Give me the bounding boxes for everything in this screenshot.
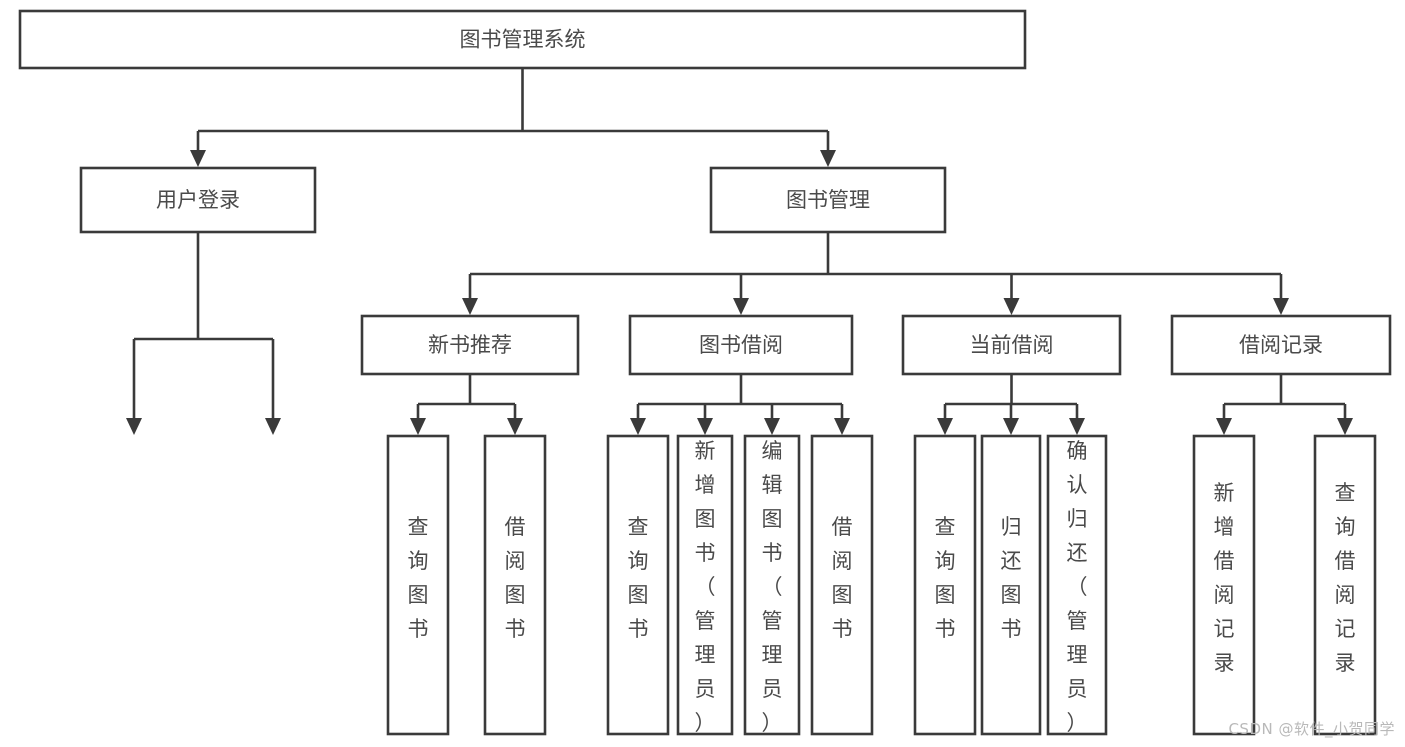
node-user-login[interactable]: 用户登录: [79, 166, 317, 234]
node-query-book-1[interactable]: 查询图书: [386, 434, 450, 736]
node-label-undefined: 图书管理系统: [460, 28, 586, 52]
node-box-borrow-records: [1170, 314, 1392, 376]
node-borrow-records[interactable]: 借阅记录: [1170, 314, 1392, 376]
node-borrow-book-2[interactable]: 借阅图书: [810, 434, 874, 736]
arrow-icon-root-1: [820, 150, 836, 167]
node-box-user-login: [79, 166, 317, 234]
node-box-current-borrow: [901, 314, 1122, 376]
node-query-book-2[interactable]: 查询图书: [606, 434, 670, 736]
node-label-book-borrow: 图书借阅: [699, 333, 783, 357]
node-box-add-book-admin: [676, 434, 734, 736]
arrow-icon-book-management-1: [733, 298, 749, 315]
arrow-icon-group-3-1: [1337, 418, 1353, 435]
node-label-user-login: 用户登录: [156, 188, 240, 212]
node-book-management[interactable]: 图书管理: [709, 166, 947, 234]
arrow-icon-group-2-0: [937, 418, 953, 435]
node-label-borrow-book-1: 借阅图书: [505, 515, 526, 641]
node-label-current-borrow: 当前借阅: [970, 333, 1054, 357]
node-book-borrow[interactable]: 图书借阅: [628, 314, 854, 376]
node-label-query-book-3: 查询图书: [935, 515, 956, 641]
node-box-undefined: [18, 9, 1027, 70]
node-return-book[interactable]: 归还图书: [980, 434, 1042, 736]
node-box-query-book-3: [913, 434, 977, 736]
node-query-book-3[interactable]: 查询图书: [913, 434, 977, 736]
node-box-borrow-book-1: [483, 434, 547, 736]
watermark-label: CSDN @软件_小贺同学: [1228, 720, 1395, 738]
node-box-confirm-return-admin: [1046, 434, 1108, 736]
arrow-icon-group-1-2: [764, 418, 780, 435]
node-label-new-book-recommend: 新书推荐: [428, 333, 512, 357]
arrow-icon-group-2-2: [1069, 418, 1085, 435]
node-box-add-borrow-record: [1192, 434, 1256, 736]
node-label-query-book-2: 查询图书: [628, 515, 649, 641]
arrow-icon-book-management-3: [1273, 298, 1289, 315]
arrow-icon-book-management-0: [462, 298, 478, 315]
node-label-add-book-admin: 新增图书（管理员）: [695, 439, 716, 735]
node-label-borrow-records: 借阅记录: [1239, 333, 1323, 357]
node-box-borrow-book-2: [810, 434, 874, 736]
node-label-confirm-return-admin: 确认归还（管理员）: [1067, 439, 1088, 735]
arrow-icon-group-1-0: [630, 418, 646, 435]
arrow-icon-group-0-0: [410, 418, 426, 435]
node-box-query-borrow-record: [1313, 434, 1377, 736]
node-current-borrow[interactable]: 当前借阅: [901, 314, 1122, 376]
node-label-book-management: 图书管理: [786, 188, 870, 212]
arrow-icon-group-0-1: [507, 418, 523, 435]
node-new-book-recommend[interactable]: 新书推荐: [360, 314, 580, 376]
arrow-icon-group-3-0: [1216, 418, 1232, 435]
node-undefined[interactable]: 图书管理系统: [18, 9, 1027, 70]
arrow-icon-user-login-1: [265, 418, 281, 435]
node-edit-book-admin[interactable]: 编辑图书（管理员）: [743, 434, 801, 736]
arrow-icon-book-management-2: [1003, 298, 1020, 315]
node-label-add-borrow-record: 新增借阅记录: [1214, 481, 1235, 675]
node-label-query-book-1: 查询图书: [408, 515, 429, 641]
node-label-return-book: 归还图书: [1001, 515, 1022, 641]
node-box-edit-book-admin: [743, 434, 801, 736]
node-box-new-book-recommend: [360, 314, 580, 376]
node-query-borrow-record[interactable]: 查询借阅记录: [1313, 434, 1377, 736]
node-label-query-borrow-record: 查询借阅记录: [1335, 481, 1356, 675]
node-label-borrow-book-2: 借阅图书: [832, 515, 853, 641]
node-label-edit-book-admin: 编辑图书（管理员）: [762, 439, 783, 735]
node-borrow-book-1[interactable]: 借阅图书: [483, 434, 547, 736]
node-box-return-book: [980, 434, 1042, 736]
node-add-borrow-record[interactable]: 新增借阅记录: [1192, 434, 1256, 736]
node-confirm-return-admin[interactable]: 确认归还（管理员）: [1046, 434, 1108, 736]
arrow-icon-group-1-3: [834, 418, 850, 435]
node-box-query-book-1: [386, 434, 450, 736]
arrow-icon-user-login-0: [126, 418, 142, 435]
node-box-query-book-2: [606, 434, 670, 736]
arrow-icon-group-1-1: [697, 418, 713, 435]
node-add-book-admin[interactable]: 新增图书（管理员）: [676, 434, 734, 736]
arrow-icon-root-0: [190, 150, 206, 167]
node-box-book-borrow: [628, 314, 854, 376]
arrow-icon-group-2-1: [1003, 418, 1019, 435]
